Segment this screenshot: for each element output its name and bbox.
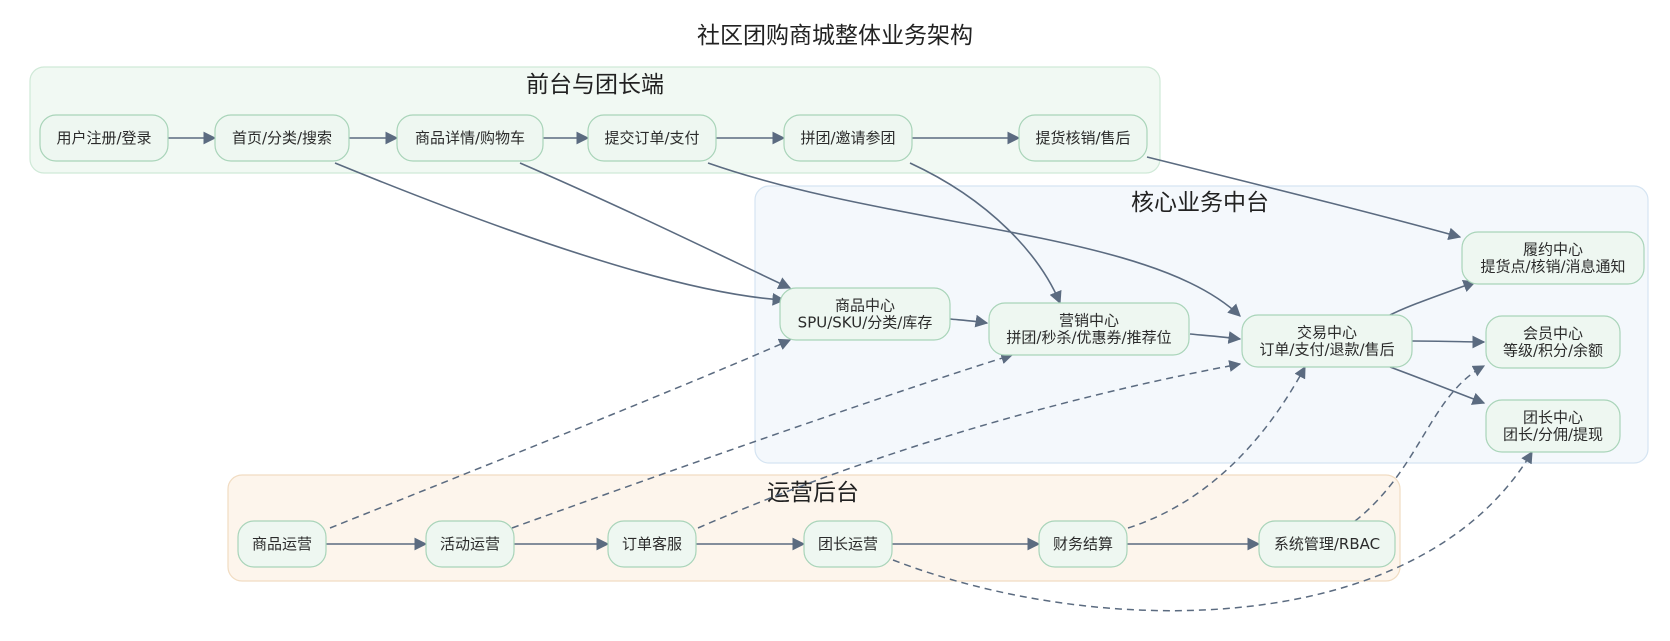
node-op-finance: 财务结算 xyxy=(1038,520,1128,568)
node-box xyxy=(396,114,544,162)
edge-op_product-to-product_center xyxy=(329,338,792,529)
edge-op_leader-to-leader_center xyxy=(892,450,1533,612)
node-label: 订单客服 xyxy=(622,535,682,553)
node-label: 履约中心 xyxy=(1523,241,1583,259)
node-label: 提交订单/支付 xyxy=(604,129,699,147)
diagram-title: 社区团购商城整体业务架构 xyxy=(697,23,973,49)
node-register: 用户注册/登录 xyxy=(39,114,169,162)
node-home: 首页/分类/搜索 xyxy=(214,114,350,162)
node-groupbuy: 拼团/邀请参团 xyxy=(783,114,913,162)
edge-trade_center-to-leader_center xyxy=(1389,366,1486,405)
node-box xyxy=(1485,399,1621,453)
node-label: 商品中心 xyxy=(835,297,895,315)
edge-submit-to-trade_center xyxy=(707,162,1241,317)
node-box xyxy=(1018,114,1148,162)
node-sublabel: 提货点/核销/消息通知 xyxy=(1480,258,1625,276)
node-box xyxy=(587,114,717,162)
node-label: 营销中心 xyxy=(1059,312,1119,330)
edge-trade_center-to-member_center xyxy=(1411,335,1486,349)
node-pickup: 提货核销/售后 xyxy=(1018,114,1148,162)
node-box xyxy=(803,520,893,568)
node-op-product: 商品运营 xyxy=(237,520,327,568)
edge-op_system-to-member_center xyxy=(1354,365,1486,522)
group-core xyxy=(754,185,1649,464)
node-label: 提货核销/售后 xyxy=(1035,129,1130,147)
node-box xyxy=(1485,315,1621,369)
node-op-system: 系统管理/RBAC xyxy=(1258,520,1396,568)
node-box xyxy=(1461,231,1645,285)
node-box xyxy=(237,520,327,568)
node-label: 用户注册/登录 xyxy=(56,129,151,147)
node-box xyxy=(214,114,350,162)
node-submit: 提交订单/支付 xyxy=(587,114,717,162)
node-box xyxy=(1038,520,1128,568)
edge-trade_center-to-fulfill_center xyxy=(1389,280,1477,316)
node-label: 交易中心 xyxy=(1297,324,1357,342)
node-label: 团长中心 xyxy=(1523,409,1583,427)
edge-home-to-product_center xyxy=(334,162,786,306)
node-sublabel: SPU/SKU/分类/库存 xyxy=(798,314,933,332)
node-box xyxy=(425,520,515,568)
node-label: 团长运营 xyxy=(818,535,878,553)
node-op-leader: 团长运营 xyxy=(803,520,893,568)
node-op-order: 订单客服 xyxy=(607,520,697,568)
node-box xyxy=(39,114,169,162)
edge-groupbuy-to-marketing_center xyxy=(909,162,1062,305)
edge-pickup-to-fulfill_center xyxy=(1146,156,1462,241)
node-label: 首页/分类/搜索 xyxy=(232,129,332,147)
node-box xyxy=(779,287,951,341)
edge-op_activity-to-marketing_center xyxy=(511,352,1014,529)
group-front-title: 前台与团长端 xyxy=(526,72,664,98)
node-label: 商品详情/购物车 xyxy=(415,129,525,147)
node-label: 商品运营 xyxy=(252,535,312,553)
edges-layer xyxy=(168,131,1533,612)
node-sublabel: 拼团/秒杀/优惠券/推荐位 xyxy=(1006,329,1171,347)
node-sublabel: 订单/支付/退款/售后 xyxy=(1259,341,1394,359)
node-label: 活动运营 xyxy=(440,535,500,553)
group-core-title: 核心业务中台 xyxy=(1131,190,1269,216)
node-detail: 商品详情/购物车 xyxy=(396,114,544,162)
nodes-layer: 用户注册/登录 首页/分类/搜索 商品详情/购物车 提交订单/支付 拼团/邀请参团 提货核… xyxy=(39,114,1645,568)
edge-marketing_center-to-trade_center xyxy=(1189,331,1242,344)
group-ops-title: 运营后台 xyxy=(767,480,859,506)
node-box xyxy=(1258,520,1396,568)
node-label: 会员中心 xyxy=(1523,325,1583,343)
edge-detail-to-product_center xyxy=(519,162,792,289)
node-label: 拼团/邀请参团 xyxy=(800,129,895,147)
edge-op_order-to-trade_center xyxy=(697,360,1242,529)
node-sublabel: 等级/积分/余额 xyxy=(1503,342,1603,360)
node-box xyxy=(988,302,1190,356)
node-box xyxy=(607,520,697,568)
node-label: 财务结算 xyxy=(1053,535,1113,553)
edge-op_finance-to-trade_center xyxy=(1127,365,1306,529)
edge-product_center-to-marketing_center xyxy=(949,314,989,328)
node-sublabel: 团长/分佣/提现 xyxy=(1503,426,1603,444)
node-box xyxy=(783,114,913,162)
node-box xyxy=(1241,314,1413,368)
node-op-activity: 活动运营 xyxy=(425,520,515,568)
node-label: 系统管理/RBAC xyxy=(1274,535,1380,553)
